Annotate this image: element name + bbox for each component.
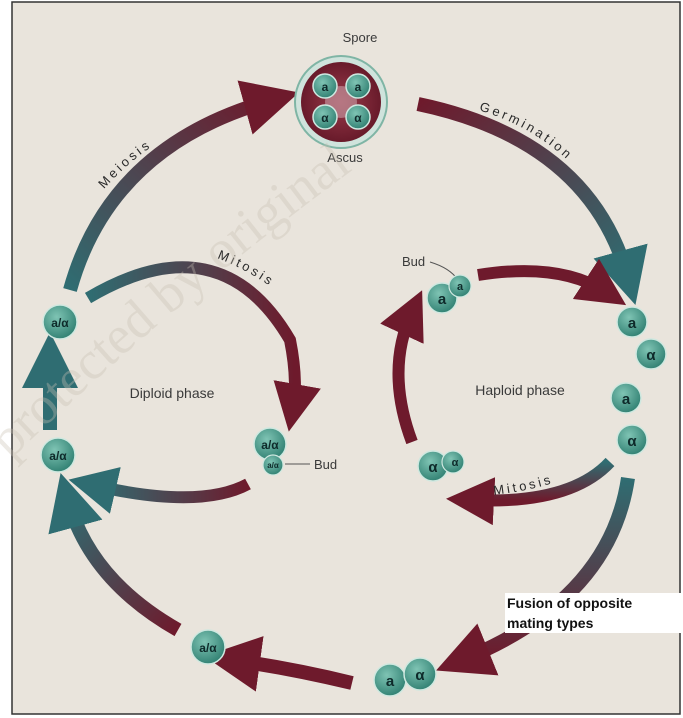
svg-text:a: a [355,80,362,94]
spore-cell: a [313,74,337,98]
svg-text:α: α [415,667,425,684]
svg-text:a: a [386,673,395,690]
svg-text:α: α [428,459,438,476]
svg-text:a: a [457,281,464,293]
svg-text:a/α: a/α [261,438,279,452]
diploid-phase-label: Diploid phase [130,385,215,401]
spore-cell: α [313,105,337,129]
bud-label-haploid: Bud [402,254,425,269]
haploid-cell: a [617,307,647,337]
svg-text:a/α: a/α [49,449,67,463]
haploid-cell: α [617,425,647,455]
spore-cell: α [346,105,370,129]
svg-text:a: a [322,80,329,94]
bud-label-diploid: Bud [314,457,337,472]
fusion-caption: Fusion of opposite mating types [505,593,683,633]
fusion-caption-line: Fusion of opposite [507,593,683,613]
mating-cell: α [404,658,436,690]
svg-text:a: a [438,291,447,308]
haploid-bud: a [449,275,471,297]
diploid-cell: a/α [43,305,77,339]
spore-label: Spore [343,30,378,45]
svg-text:a/α: a/α [51,316,69,330]
spore-cell: a [346,74,370,98]
mating-cell: a [374,664,406,696]
haploid-cell: α [636,339,666,369]
fusion-caption-line: mating types [507,613,683,633]
haploid-bud: α [442,451,464,473]
svg-text:a/α: a/α [267,461,279,470]
svg-text:α: α [452,457,459,469]
haploid-cell: a [611,383,641,413]
svg-text:α: α [354,111,362,125]
diploid-bud: a/α [263,455,283,475]
svg-text:α: α [627,433,637,450]
svg-text:α: α [321,111,329,125]
diploid-cell: a/α [191,630,225,664]
ascus [295,56,387,148]
svg-text:a: a [622,391,631,408]
svg-text:a: a [628,315,637,332]
svg-text:α: α [646,347,656,364]
svg-text:a/α: a/α [199,641,217,655]
haploid-phase-label: Haploid phase [475,382,565,398]
diploid-cell: a/α [41,438,75,472]
